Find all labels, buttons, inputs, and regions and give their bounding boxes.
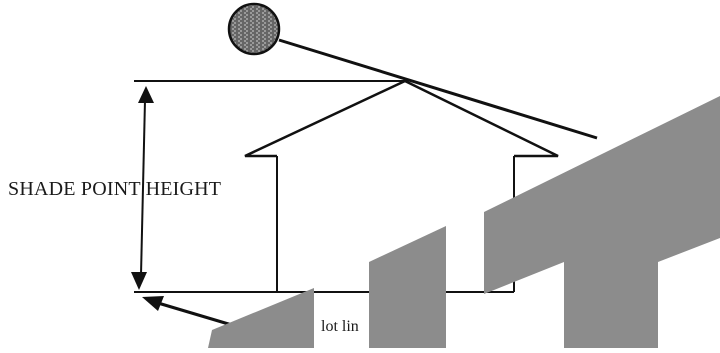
shading-block-1 [208,288,314,348]
arrow-up-icon [138,86,154,103]
height-dimension [131,86,154,290]
lot-line-label: lot lin [321,318,359,335]
sun-ray-line [278,38,598,140]
arrow-down-icon [131,272,147,290]
sun-icon [227,2,281,56]
shading-block-2 [369,226,446,348]
shade-point-height-label: SHADE POINT HEIGHT [8,178,222,200]
house-roof [244,79,559,158]
shading-block-3 [484,96,720,348]
